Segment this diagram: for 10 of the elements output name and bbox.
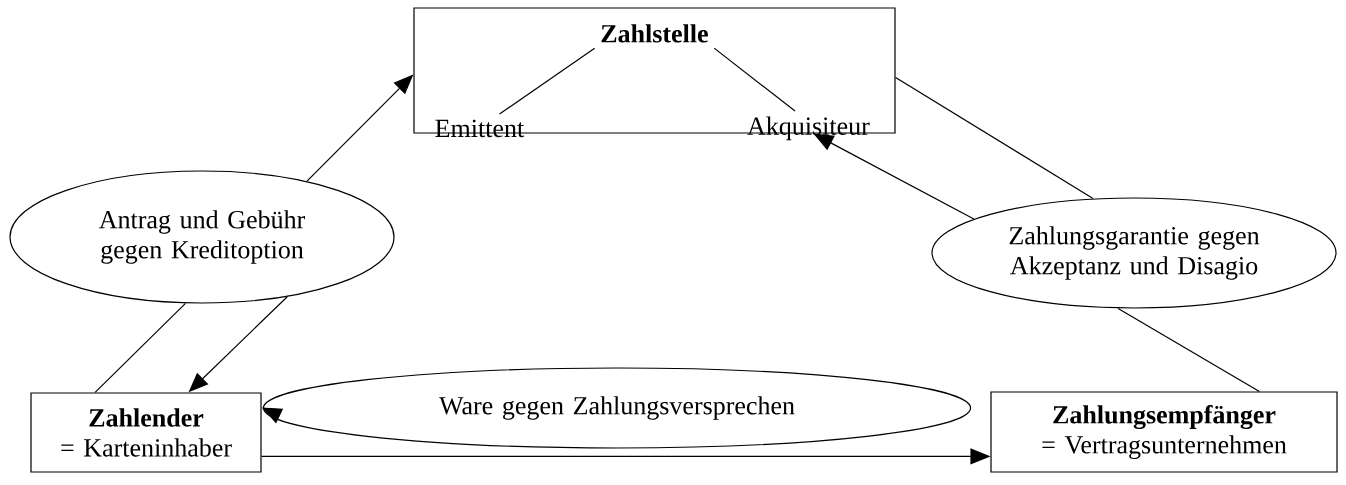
connector-line [1117,307,1260,392]
connector-line [895,76,1094,200]
connector-line [498,47,596,115]
process-box: Zahlender = Karteninhaber [30,392,262,473]
text-label: Emittent [435,119,525,138]
process-box: Zahlungsempfänger = Vertragsunternehmen [990,391,1338,473]
connector-line [94,302,187,393]
connector-line [713,47,796,112]
text-label: Akquisiteur [747,116,870,141]
heading-text: Zahlstelle [601,24,708,43]
